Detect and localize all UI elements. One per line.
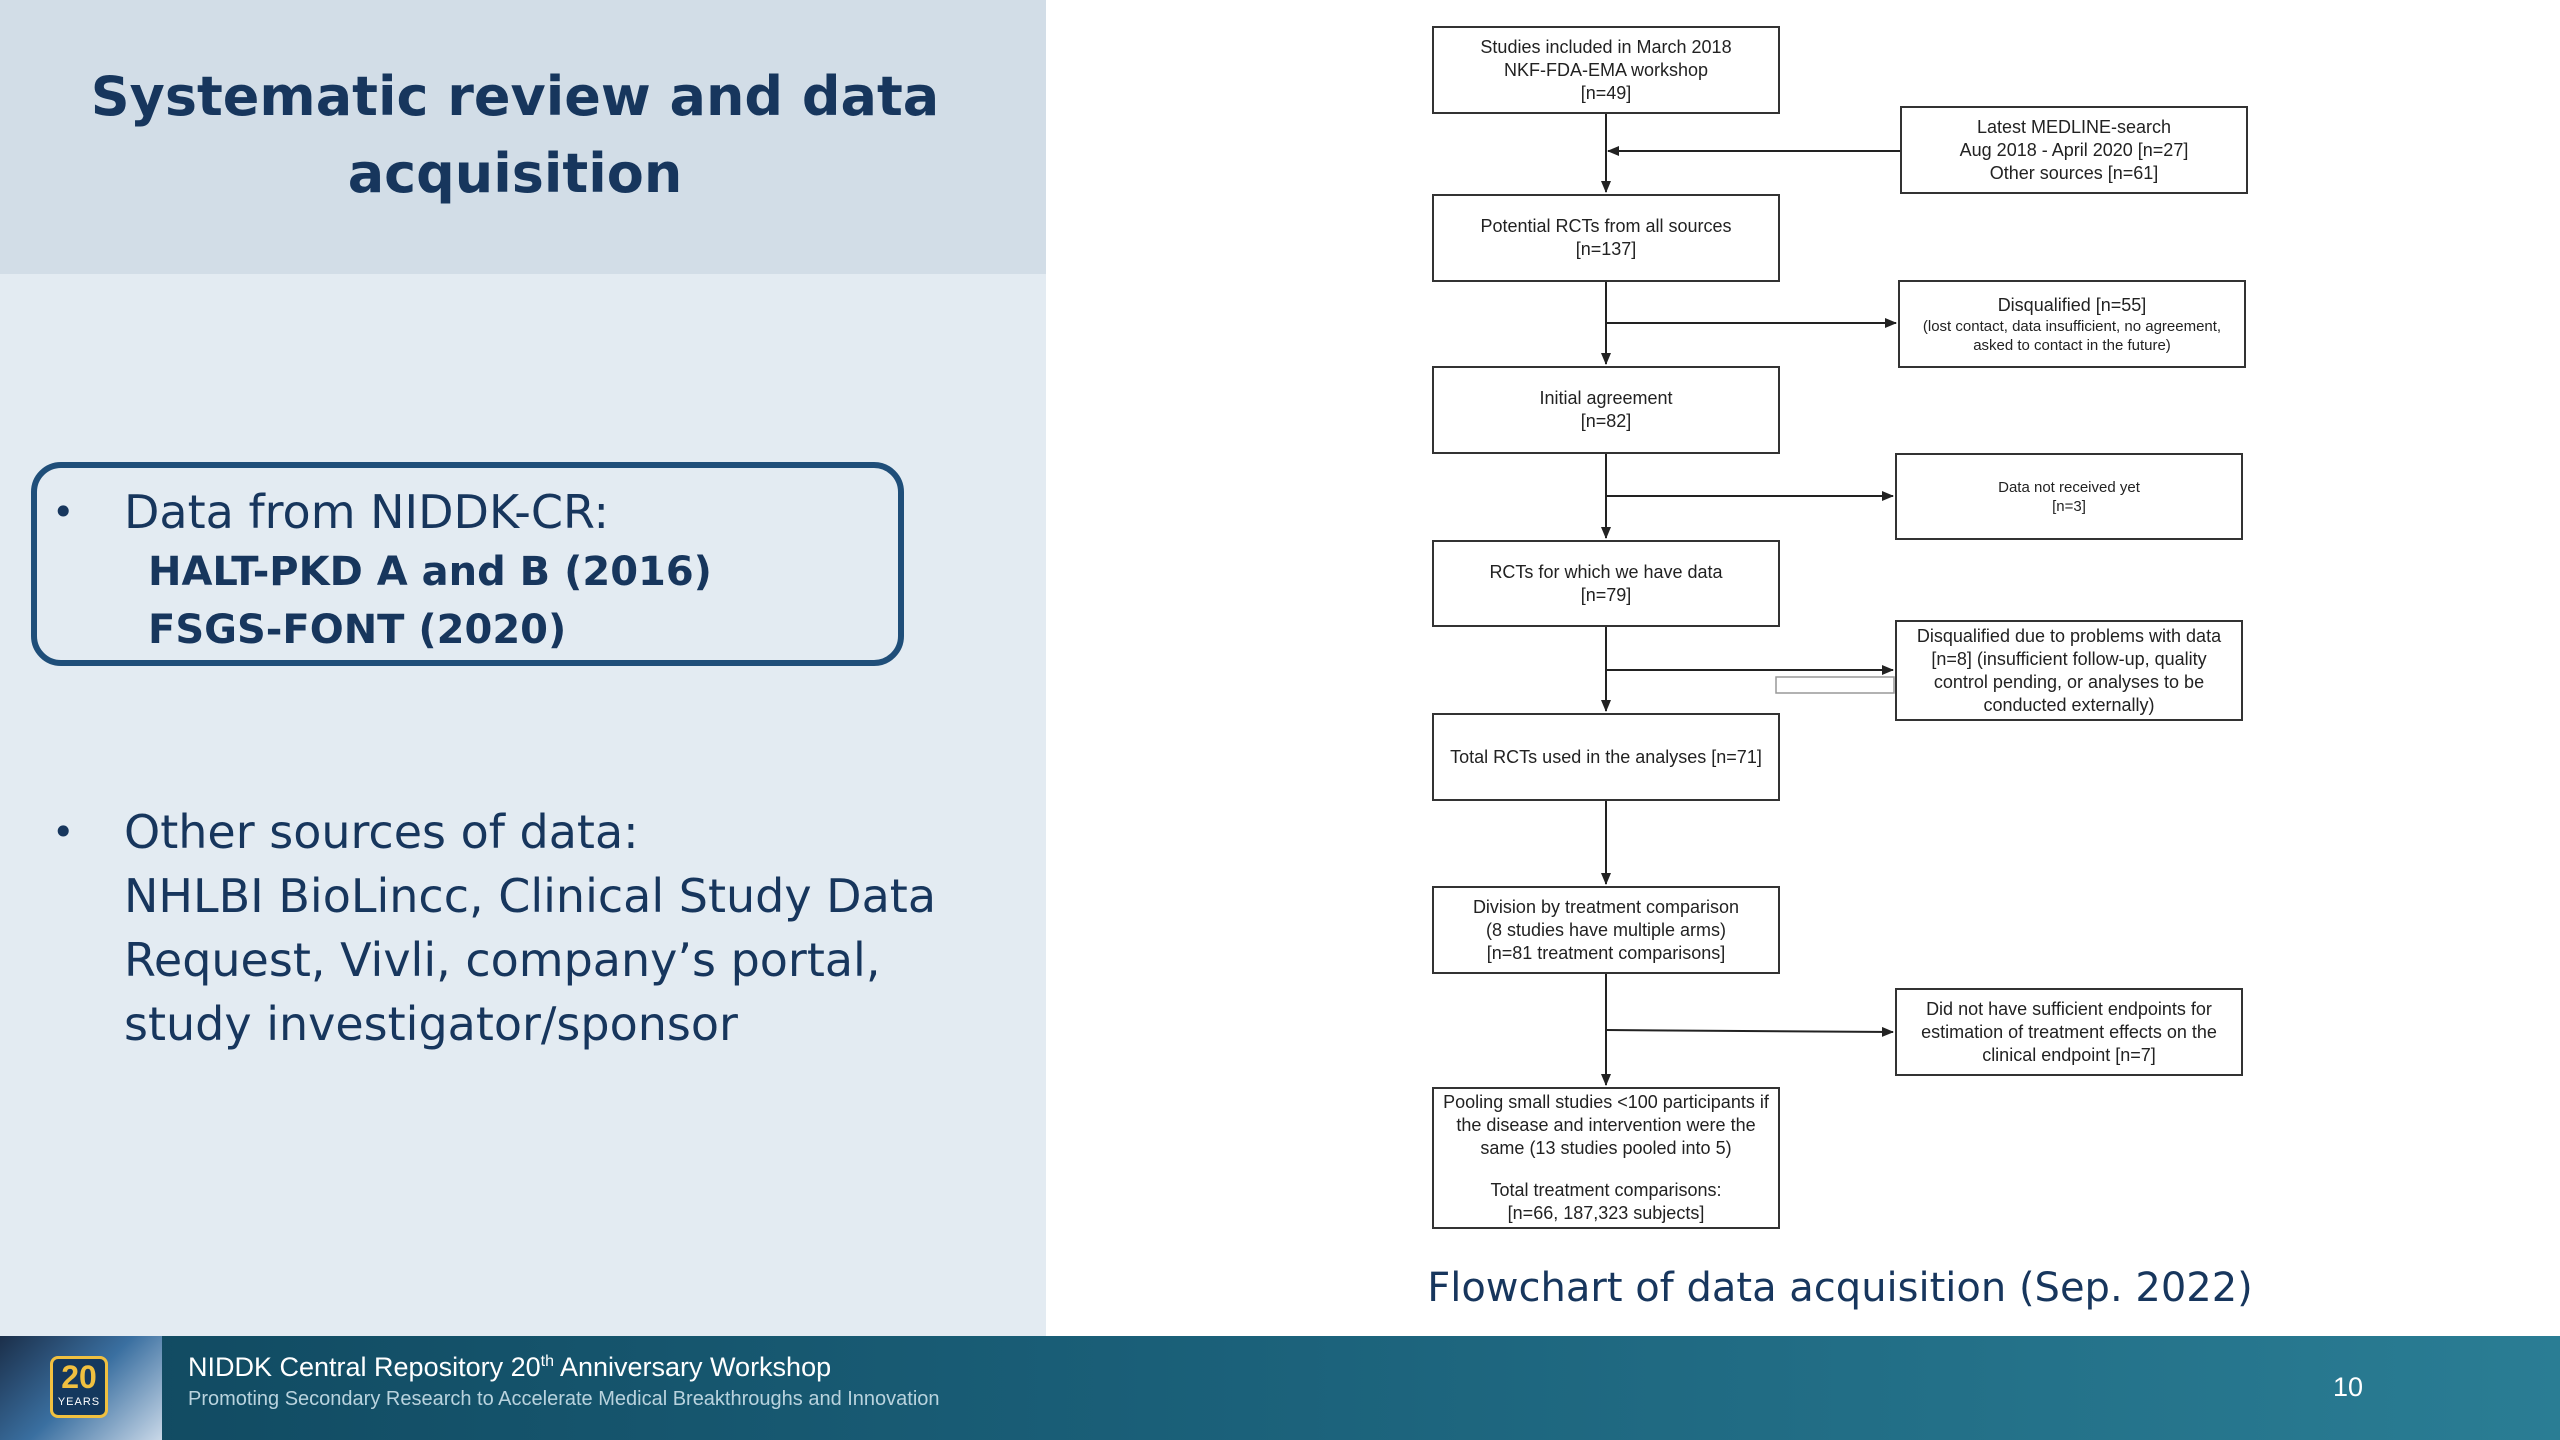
footer-subtitle: Promoting Secondary Research to Accelera…: [188, 1388, 940, 1410]
flow-box-text: (8 studies have multiple arms): [1485, 919, 1727, 940]
flow-box-pooling-small-studies: Pooling small studies <100 participants …: [1432, 1087, 1780, 1229]
flow-box-potential-rcts: Potential RCTs from all sources [n=137]: [1432, 194, 1780, 282]
footer-title: NIDDK Central Repository 20th Anniversar…: [188, 1350, 831, 1384]
logo-years: YEARS: [57, 1396, 101, 1408]
footer-title-prefix: NIDDK Central Repository 20: [188, 1352, 541, 1382]
flow-box-text: control pending, or analyses to be: [1933, 671, 2205, 692]
flow-box-text: [n=49]: [1580, 82, 1632, 103]
niddk-cr-highlight-box: [31, 462, 904, 666]
flow-box-text: Initial agreement: [1539, 388, 1673, 408]
anniversary-logo: 20 YEARS: [0, 1336, 162, 1440]
flow-box-text: (lost contact, data insufficient, no agr…: [1922, 317, 2222, 335]
connector-artifact: [1775, 676, 1895, 694]
bullet-other-sources-line-2: NHLBI BioLincc, Clinical Study Data: [124, 869, 937, 923]
footer-title-suffix: Anniversary Workshop: [553, 1352, 832, 1382]
flow-box-division-by-comparison: Division by treatment comparison (8 stud…: [1432, 886, 1780, 974]
flow-box-initial-agreement: Initial agreement [n=82]: [1432, 366, 1780, 454]
flow-box-text: Disqualified due to problems with data: [1916, 625, 2222, 646]
slide-title: Systematic review and data acquisition: [0, 58, 1030, 212]
flow-box-text: asked to contact in the future): [1973, 336, 2171, 354]
flow-box-text: [n=66, 187,323 subjects]: [1507, 1203, 1705, 1223]
logo-number: 20: [61, 1359, 97, 1395]
title-band: [0, 0, 1046, 274]
flow-box-text: same (13 studies pooled into 5): [1480, 1138, 1732, 1158]
flow-box-text: Other sources [n=61]: [1989, 162, 2159, 183]
flowchart-caption: Flowchart of data acquisition (Sep. 2022…: [1427, 1265, 2253, 1311]
flow-box-text: [n=79]: [1580, 584, 1632, 605]
footer-title-sup: th: [540, 1353, 554, 1370]
flow-box-text: estimation of treatment effects on the: [1921, 1021, 2217, 1042]
flow-box-text: [n=8] (insufficient follow-up, quality: [1931, 648, 2207, 669]
bullet-niddk-cr: Data from NIDDK-CR:: [124, 485, 610, 539]
flowchart-connectors: [1601, 114, 1900, 1086]
flow-box-text: clinical endpoint [n=7]: [1982, 1044, 2156, 1065]
flow-box-text: RCTs for which we have data: [1489, 561, 1723, 582]
bullet-niddk-cr-study-2: FSGS-FONT (2020): [148, 607, 567, 653]
bullet-niddk-cr-study-1: HALT-PKD A and B (2016): [148, 549, 712, 595]
flow-box-text: conducted externally): [1983, 694, 2155, 715]
flow-box-text: the disease and intervention were the: [1456, 1115, 1756, 1135]
flow-box-text: Pooling small studies <100 participants …: [1443, 1092, 1769, 1112]
arrow-out-insufficient-endpoints: [1605, 1026, 1894, 1037]
flow-box-text: Total RCTs used in the analyses [n=71]: [1450, 746, 1762, 767]
flow-box-text: Did not have sufficient endpoints for: [1926, 998, 2212, 1019]
flow-box-text: Latest MEDLINE-search: [1976, 116, 2172, 137]
slide-title-line-1: Systematic review and data: [90, 65, 940, 128]
flow-box-text: [n=81 treatment comparisons]: [1486, 942, 1726, 963]
flow-box-disqualified-55: Disqualified [n=55] (lost contact, data …: [1898, 280, 2246, 368]
flow-box-text: NKF-FDA-EMA workshop: [1503, 59, 1709, 80]
flow-box-latest-medline: Latest MEDLINE-search Aug 2018 - April 2…: [1900, 106, 2248, 194]
flow-box-text: Data not received yet: [1998, 478, 2140, 496]
flow-box-total-rcts-used: Total RCTs used in the analyses [n=71]: [1432, 713, 1780, 801]
page-number: 10: [2332, 1372, 2364, 1402]
flow-box-text: Division by treatment comparison: [1472, 896, 1740, 917]
footer-bar: 20 YEARS NIDDK Central Repository 20th A…: [0, 1336, 2560, 1440]
flow-box-text: Aug 2018 - April 2020 [n=27]: [1959, 139, 2189, 160]
slide-title-line-2: acquisition: [347, 142, 683, 205]
flow-box-studies-included: Studies included in March 2018 NKF-FDA-E…: [1432, 26, 1780, 114]
bullet-dot-1: •: [52, 490, 75, 534]
bullet-other-sources-line-4: study investigator/sponsor: [124, 997, 738, 1051]
flow-box-text: [n=137]: [1575, 239, 1637, 259]
left-panel: Systematic review and data acquisition •…: [0, 0, 1046, 1336]
flow-box-insufficient-endpoints: Did not have sufficient endpoints for es…: [1895, 988, 2243, 1076]
bullet-other-sources-line-3: Request, Vivli, company’s portal,: [124, 933, 881, 987]
flow-box-text: Disqualified [n=55]: [1997, 294, 2147, 315]
flow-box-text: [n=82]: [1580, 411, 1632, 431]
anniversary-badge-icon: 20 YEARS: [50, 1356, 108, 1418]
bullet-dot-2: •: [52, 810, 75, 854]
flow-box-rcts-with-data: RCTs for which we have data [n=79]: [1432, 540, 1780, 627]
flow-box-disqualified-problems: Disqualified due to problems with data […: [1895, 620, 2243, 721]
flowchart: Studies included in March 2018 NKF-FDA-E…: [1427, 26, 2253, 1311]
flow-box-text: Potential RCTs from all sources: [1480, 216, 1732, 236]
bullet-other-sources: Other sources of data:: [124, 805, 639, 859]
flow-box-text: Studies included in March 2018: [1480, 36, 1732, 57]
flow-box-text: [n=3]: [2052, 497, 2086, 515]
flow-box-text: Total treatment comparisons:: [1490, 1180, 1722, 1200]
flow-box-data-not-received: Data not received yet [n=3]: [1895, 453, 2243, 540]
